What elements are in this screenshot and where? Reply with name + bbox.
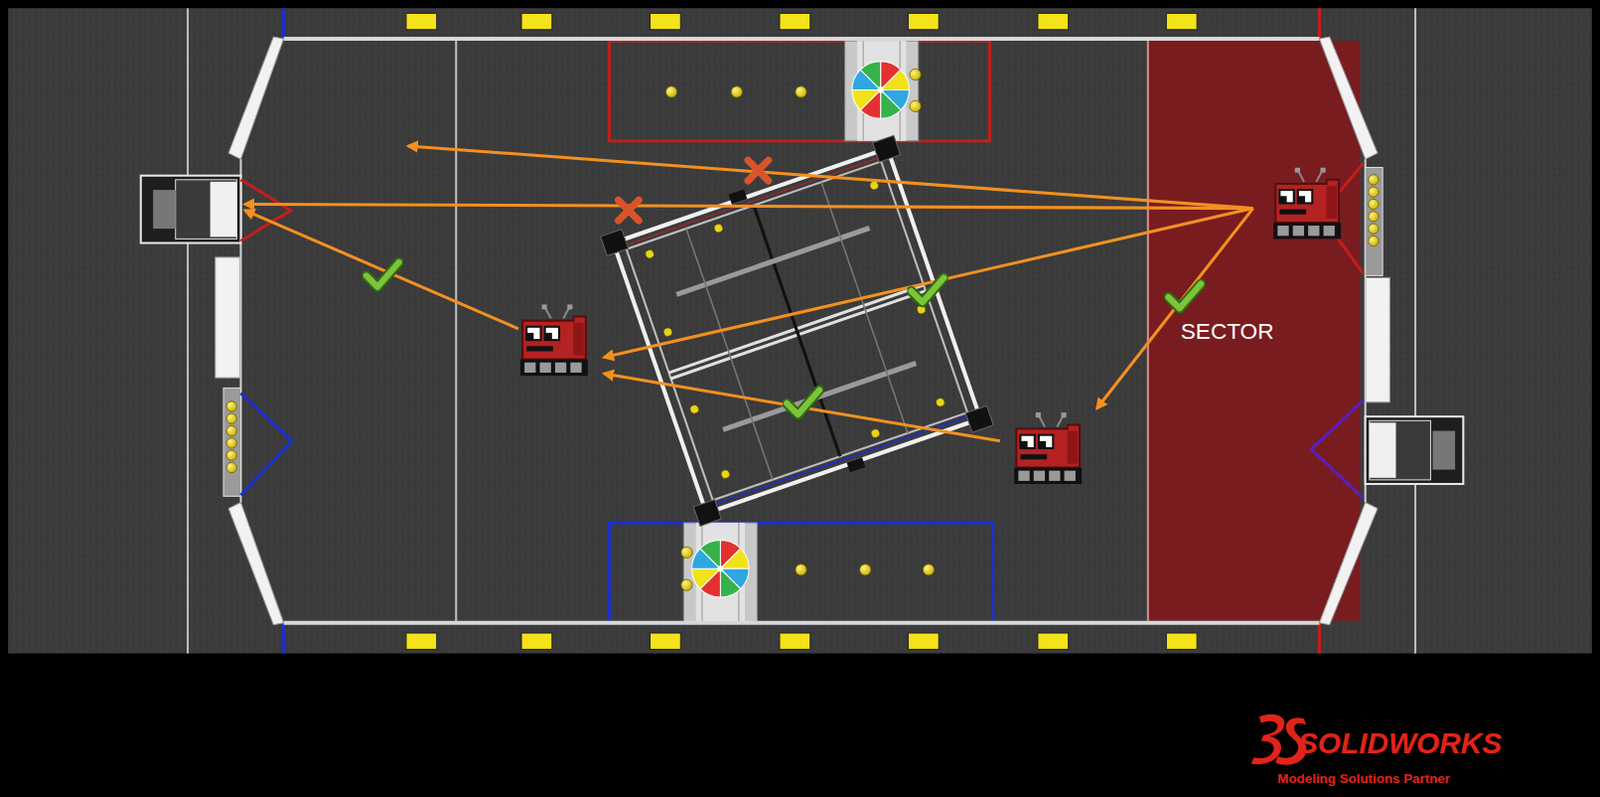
logo-tagline: Modeling Solutions Partner xyxy=(1277,770,1451,786)
wheel-hub xyxy=(717,565,724,572)
robot xyxy=(1014,412,1082,484)
robot xyxy=(520,303,588,376)
wheel-wedge xyxy=(692,568,722,588)
allowed-mark xyxy=(1167,284,1201,309)
wheel-wedge xyxy=(700,540,721,570)
loading-bay xyxy=(223,162,1383,496)
wheel-wedge xyxy=(880,89,901,119)
shot-arrows xyxy=(245,145,1254,441)
logo-wordmark: SOLIDWORKS xyxy=(1298,727,1502,761)
wheel-wedge xyxy=(852,89,881,110)
power-cells xyxy=(226,68,1379,590)
wheel-wedge xyxy=(720,568,740,597)
allowed-mark xyxy=(366,262,400,288)
power-port xyxy=(141,175,1464,499)
allowed-mark xyxy=(786,389,820,415)
blocked-mark xyxy=(747,159,769,181)
sector-band: SECTOR xyxy=(1148,40,1361,621)
robot xyxy=(1273,166,1341,239)
wheel-wedge xyxy=(720,548,749,569)
carpet xyxy=(7,7,1593,653)
wheel-wedge xyxy=(860,61,880,91)
wheel-wedge xyxy=(880,69,910,90)
zone-label: SECTOR xyxy=(1180,318,1275,346)
red-trench xyxy=(608,40,990,142)
sector-band xyxy=(1148,40,1361,621)
wall-lights xyxy=(406,12,1197,649)
allowed-mark xyxy=(910,277,944,302)
blocked-mark xyxy=(618,199,640,221)
shield-generator xyxy=(600,135,995,526)
blue-trench xyxy=(608,522,993,623)
field-wall xyxy=(215,36,1391,625)
wheel-hub xyxy=(877,86,884,93)
